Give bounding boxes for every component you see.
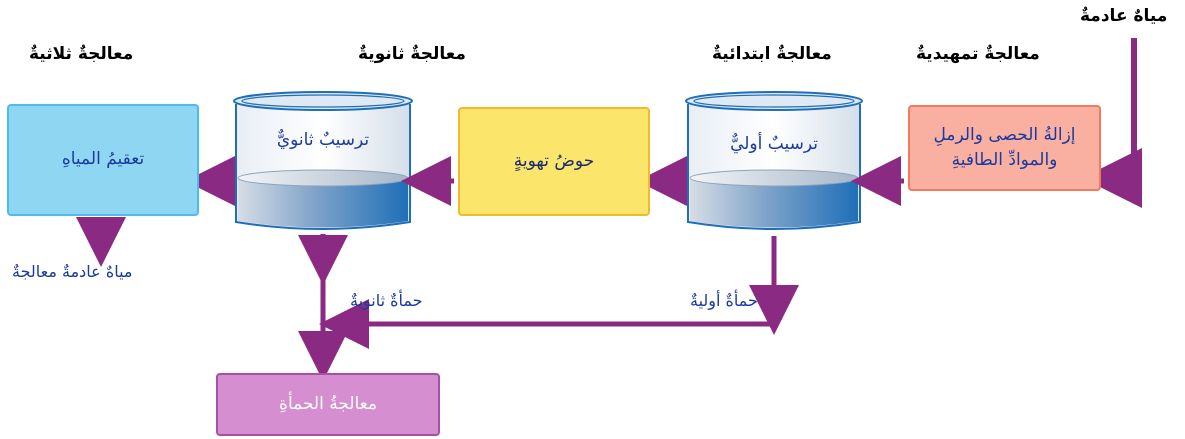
preliminary-treatment-label: معالجةٌ تمهيديةٌ (916, 44, 1040, 64)
sludge-treatment-label: معالجةُ الحمأةِ (279, 393, 377, 414)
disinfection-box: تعقيمُ المياهِ (7, 104, 199, 216)
preliminary-line-2: والموادِّ الطافيةِ (951, 150, 1058, 170)
preliminary-line-1: إزالةُ الحصى والرملِ (933, 124, 1076, 145)
preliminary-treatment-box: إزالةُ الحصى والرملِ والموادِّ الطافيةِ (908, 105, 1101, 191)
primary-settling-tank (685, 91, 863, 230)
primary-treatment-label: معالجةٌ ابتدائيةٌ (712, 44, 832, 64)
raw-water-label: مياهٌ عادمةٌ (1080, 6, 1168, 26)
raw-water-inflow-arrow (1082, 38, 1142, 208)
secondary-settling-label: ترسيبٌ ثانويٌّ (276, 130, 370, 150)
secondary-sludge-label: حمأةٌ ثانويةٌ (350, 291, 423, 310)
tertiary-treatment-label: معالجةٌ ثلاثيةٌ (29, 44, 134, 64)
treated-water-label: مياهٌ عادمةٌ معالجةٌ (12, 262, 133, 281)
secondary-treatment-label: معالجةٌ ثانويةٌ (358, 44, 466, 64)
secondary-settling-tank (233, 91, 413, 230)
primary-settling-label: ترسيبٌ أوليٌّ (730, 134, 818, 154)
primary-sludge-path (319, 236, 799, 349)
primary-sludge-label: حمأةٌ أوليةٌ (690, 291, 758, 310)
aeration-label: حوضُ تهويةٍ (513, 150, 595, 171)
sludge-treatment-box: معالجةُ الحمأةِ (216, 373, 440, 436)
aeration-basin-box: حوضُ تهويةٍ (458, 107, 650, 216)
disinfection-label: تعقيمُ المياهِ (61, 149, 145, 170)
